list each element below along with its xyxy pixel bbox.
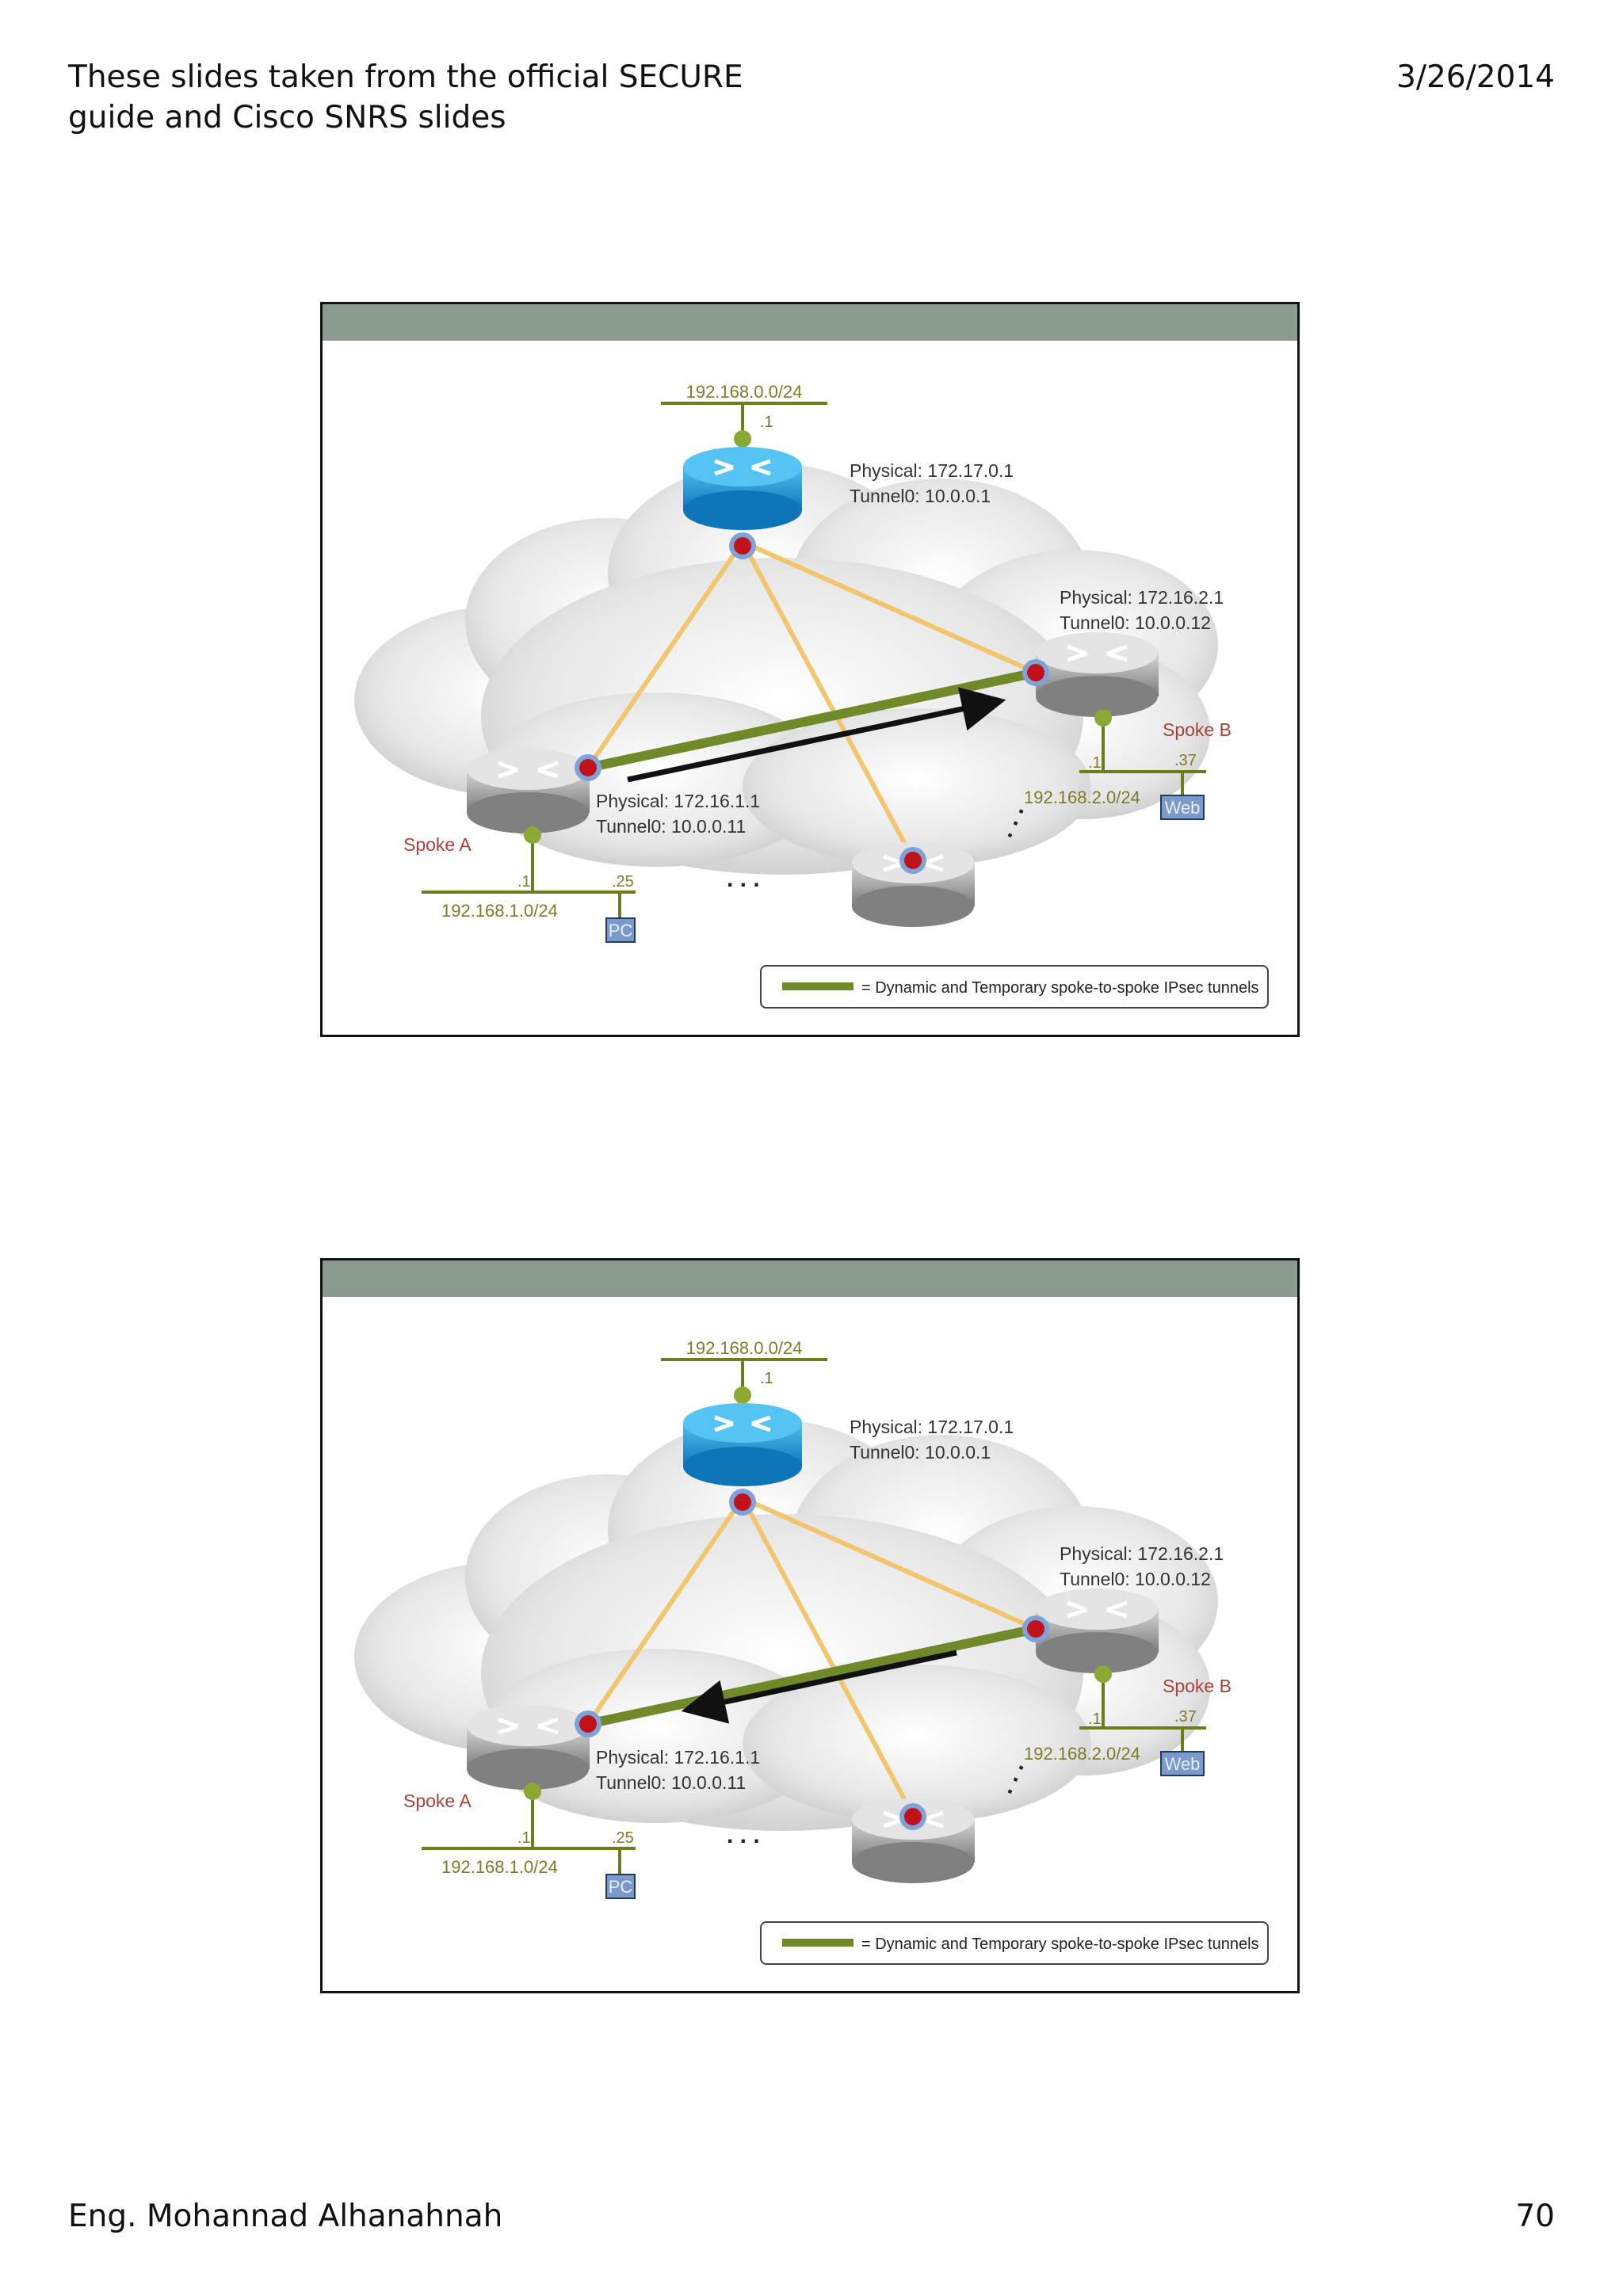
web-server-box <box>1160 795 1205 820</box>
hub-lan-interface-dot <box>734 1386 751 1404</box>
spoke-a-router-icon <box>467 749 601 833</box>
spoke-a-if-label: .1 <box>517 1829 531 1847</box>
spoke-b-if-label: .1 <box>1088 754 1102 772</box>
spoke-b-physical-label: Physical: 172.16.2.1 <box>1060 1543 1224 1564</box>
pc-label: PC <box>609 1877 633 1897</box>
spoke-b-subnet-label: 192.168.2.0/24 <box>1024 1744 1140 1764</box>
mgre-links <box>586 540 1037 860</box>
spoke-a-host-if-label: .25 <box>612 873 634 891</box>
legend-text: = Dynamic and Temporary spoke-to-spoke I… <box>861 1936 1259 1953</box>
spoke-a-router-icon <box>467 1705 601 1790</box>
hub-subnet-label: 192.168.0.0/24 <box>686 1338 803 1358</box>
hub-tunnel-label: Tunnel0: 10.0.0.1 <box>850 1442 991 1463</box>
spoke-a-name-label: Spoke A <box>403 1791 472 1811</box>
other-spoke-router-icon <box>852 1798 975 1883</box>
spoke-b-name-label: Spoke B <box>1163 719 1232 740</box>
hub-physical-label: Physical: 172.17.0.1 <box>850 1417 1014 1437</box>
web-server-label: Web <box>1165 798 1201 818</box>
hub-if-label: .1 <box>760 1370 773 1387</box>
spoke-b-tunnel-label: Tunnel0: 10.0.0.12 <box>1060 1569 1211 1589</box>
pc-box <box>605 1874 636 1899</box>
spoke-a-name-label: Spoke A <box>403 834 472 855</box>
spoke-b-lan-interface-dot <box>1094 1665 1112 1683</box>
hub-router-icon <box>683 447 802 559</box>
footer-page-number: 70 <box>1515 2199 1555 2234</box>
spoke-b-host-if-label: .37 <box>1174 1708 1197 1726</box>
spoke-a-tunnel-label: Tunnel0: 10.0.0.11 <box>596 816 746 837</box>
spoke-a-host-if-label: .25 <box>612 1829 634 1847</box>
hub-router-icon <box>683 1403 802 1516</box>
other-spoke-router-icon <box>852 842 975 927</box>
spoke-b-subnet-label: 192.168.2.0/24 <box>1024 788 1140 807</box>
spoke-b-physical-label: Physical: 172.16.2.1 <box>1060 587 1224 608</box>
web-server-box <box>1160 1751 1205 1776</box>
slide-1: 192.168.0.0/24 .1 Physical: 172.17.0.1 T… <box>320 302 1300 1037</box>
spoke-a-if-label: .1 <box>517 873 531 891</box>
spoke-a-subnet-label: 192.168.1.0/24 <box>441 901 558 921</box>
header-title-line-1: These slides taken from the official SEC… <box>68 59 743 95</box>
spoke-a-lan-interface-dot <box>524 1783 541 1800</box>
spoke-a-physical-label: Physical: 172.16.1.1 <box>596 1747 760 1768</box>
traffic-direction-arrow <box>627 687 1006 783</box>
spoke-b-router-icon <box>1022 1589 1159 1673</box>
legend-box <box>760 965 1269 1009</box>
spoke-b-name-label: Spoke B <box>1163 1676 1232 1696</box>
legend-box <box>760 1921 1269 1965</box>
spoke-b-host-if-label: .37 <box>1174 752 1197 769</box>
hub-subnet-label: 192.168.0.0/24 <box>686 382 803 402</box>
spoke-b-tunnel-label: Tunnel0: 10.0.0.12 <box>1060 612 1211 633</box>
slide-2: 192.168.0.0/24 .1 Physical: 172.17.0.1 T… <box>320 1258 1300 1993</box>
pc-label: PC <box>609 921 633 940</box>
hub-tunnel-label: Tunnel0: 10.0.0.1 <box>850 486 991 506</box>
spoke-b-lan-interface-dot <box>1094 709 1112 727</box>
spoke-a-subnet-label: 192.168.1.0/24 <box>441 1857 558 1877</box>
pc-box <box>605 917 636 943</box>
more-spokes-ellipsis-bottom: . . . <box>727 1822 760 1848</box>
legend-text: = Dynamic and Temporary spoke-to-spoke I… <box>861 979 1259 997</box>
web-server-label: Web <box>1165 1754 1201 1774</box>
traffic-direction-arrow <box>681 1650 957 1724</box>
dynamic-ipsec-tunnel <box>586 1624 1037 1729</box>
footer-author: Eng. Mohannad Alhanahnah <box>68 2199 503 2234</box>
hub-if-label: .1 <box>760 414 773 431</box>
header-date: 3/26/2014 <box>1396 59 1555 95</box>
hub-physical-label: Physical: 172.17.0.1 <box>850 460 1014 481</box>
slide-header-bar <box>323 1261 1297 1297</box>
spoke-a-physical-label: Physical: 172.16.1.1 <box>596 791 760 811</box>
spoke-b-router-icon <box>1022 632 1159 717</box>
header-title-line-2: guide and Cisco SNRS slides <box>68 100 506 135</box>
mgre-links <box>586 1496 1037 1817</box>
hub-lan-interface-dot <box>734 430 751 448</box>
spoke-b-if-label: .1 <box>1088 1711 1102 1728</box>
more-spokes-ellipsis-bottom: . . . <box>727 866 760 892</box>
spoke-a-tunnel-label: Tunnel0: 10.0.0.11 <box>596 1772 746 1793</box>
slide-header-bar <box>323 304 1297 341</box>
page-header-title: These slides taken from the official SEC… <box>68 57 743 138</box>
spoke-a-lan-interface-dot <box>524 826 541 844</box>
